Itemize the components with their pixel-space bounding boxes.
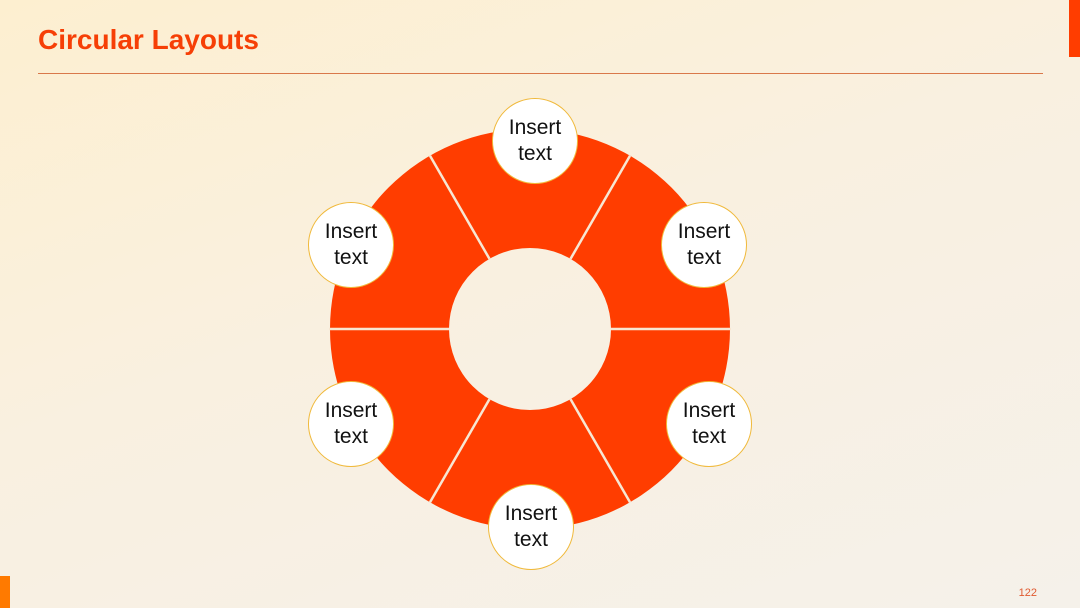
node-label: Insert text: [508, 116, 562, 165]
node-bottom[interactable]: Insert text: [488, 484, 574, 570]
node-label: Insert text: [677, 220, 731, 269]
node-top[interactable]: Insert text: [492, 98, 578, 184]
bottom-left-accent-bar: [0, 576, 10, 608]
divider-240deg: [428, 398, 491, 503]
node-label: Insert text: [682, 399, 736, 448]
node-upper-right[interactable]: Insert text: [661, 202, 747, 288]
page-number: 122: [1018, 587, 1037, 599]
node-label: Insert text: [324, 220, 378, 269]
node-lower-left[interactable]: Insert text: [308, 381, 394, 467]
slide-title: Circular Layouts: [38, 24, 259, 55]
title-divider: [38, 73, 1043, 74]
segment-dividers: [329, 155, 731, 503]
divider-120deg: [428, 155, 491, 260]
top-right-accent-bar: [1069, 0, 1080, 57]
node-upper-left[interactable]: Insert text: [308, 202, 394, 288]
node-lower-right[interactable]: Insert text: [666, 381, 752, 467]
node-label: Insert text: [324, 399, 378, 448]
divider-60deg: [569, 155, 632, 260]
ring-segments: [330, 128, 730, 530]
node-label: Insert text: [504, 502, 558, 551]
divider-300deg: [569, 398, 632, 503]
